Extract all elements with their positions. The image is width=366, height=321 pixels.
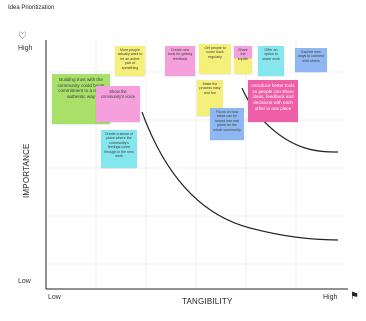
- sticky-note-4[interactable]: Create a sense of place where the commun…: [101, 130, 137, 168]
- sticky-note-5[interactable]: Create new tools for getting feedback: [165, 46, 195, 76]
- sticky-note-6[interactable]: Get people to come back regularly: [199, 44, 231, 74]
- sticky-note-9[interactable]: Share the results: [234, 46, 252, 58]
- x-axis-high-label: High: [323, 294, 338, 301]
- sticky-note-12[interactable]: Focus on how ideas can be turned into re…: [210, 108, 244, 140]
- sticky-note-11[interactable]: Explore new ways to connect with others: [295, 48, 327, 72]
- flag-icon: ⚑: [350, 291, 359, 302]
- heart-icon: ♡: [18, 31, 27, 42]
- y-axis-high-label: High: [18, 45, 33, 52]
- y-axis-low-label: Low: [18, 278, 31, 285]
- sticky-note-2[interactable]: More people actually want to be an activ…: [115, 46, 145, 76]
- sticky-note-13[interactable]: Introduce better tools so people can sha…: [248, 80, 298, 122]
- sticky-note-3[interactable]: Show the community's voice: [96, 86, 140, 122]
- x-axis-title: TANGIBILITY: [182, 297, 233, 306]
- curve-lower: [141, 111, 339, 241]
- x-axis-low-label: Low: [48, 294, 61, 301]
- frame-title: Idea Prioritization: [8, 5, 55, 11]
- y-axis-title: IMPORTANCE: [22, 143, 31, 198]
- sticky-note-10[interactable]: Offer an option to share work: [258, 46, 284, 76]
